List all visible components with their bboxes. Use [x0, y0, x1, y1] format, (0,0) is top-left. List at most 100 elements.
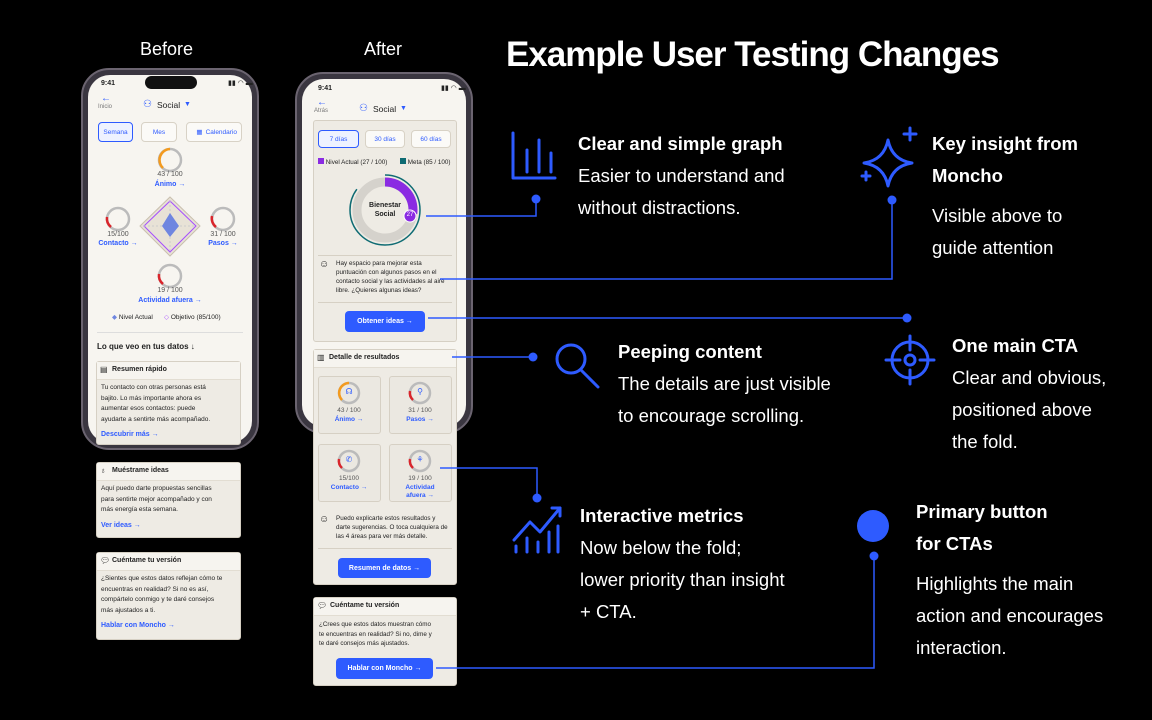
metric-icon: ✆ [345, 455, 353, 464]
before-card [96, 552, 241, 640]
metric-link-contacto[interactable]: Contacto → [98, 240, 138, 247]
chevron-down-icon[interactable]: ▼ [184, 101, 191, 108]
wellbeing-donut [349, 174, 421, 246]
metric-cell-animo[interactable] [318, 376, 381, 434]
details-title: Detalle de resultados [329, 354, 400, 361]
sparkle-icon [860, 126, 918, 188]
tab-semana[interactable]: Semana [98, 122, 133, 142]
diamond-icon: ◆ [112, 314, 117, 321]
metric-link-pasos[interactable]: Pasos → [406, 416, 434, 423]
talk-to-moncho-button[interactable]: Hablar con Moncho → [336, 658, 433, 679]
crosshair-icon [884, 334, 936, 386]
document-icon: ▤ [100, 365, 108, 374]
annotation-body: interaction. [916, 637, 1007, 658]
gauge-animo [157, 147, 183, 173]
tab-60-dias[interactable]: 60 días [411, 130, 451, 148]
back-link[interactable]: Atrás [314, 108, 329, 114]
back-arrow-icon[interactable]: ← [101, 93, 111, 104]
card-title: Resumen rápido [112, 366, 167, 373]
divider [97, 332, 243, 333]
version-title: Cuéntame tu versión [330, 602, 400, 609]
card-link[interactable]: Ver ideas → [101, 521, 141, 529]
tab-7-dias[interactable]: 7 días [318, 130, 359, 148]
category-selector[interactable]: Social [157, 100, 181, 110]
tab-30-dias[interactable]: 30 días [365, 130, 405, 148]
tab-calendario[interactable]: ▦Calendario [186, 122, 242, 142]
metric-cell-contacto[interactable] [318, 444, 381, 502]
status-icons: ▮▮ ◠ ▬ [228, 80, 253, 87]
divider [318, 302, 452, 303]
metric-link-animo[interactable]: Ánimo → [154, 181, 186, 188]
diamond-outline-icon: ◇ [164, 314, 169, 321]
connector-dot [869, 551, 879, 561]
status-time: 9:41 [318, 85, 333, 92]
metric-score: 43 / 100 [337, 407, 361, 414]
metric-score: 43 / 100 [157, 171, 183, 178]
data-summary-button[interactable]: Resumen de datos → [338, 558, 431, 578]
connector-primary [436, 556, 875, 669]
card-link[interactable]: Descubrir más → [101, 431, 159, 438]
tab-calendario-label: Calendario [205, 128, 237, 136]
chevron-down-icon[interactable]: ▼ [400, 105, 407, 112]
metric-score: 31 / 100 [210, 231, 236, 238]
connector-insight [440, 200, 893, 280]
annotation-body: lower priority than insight [580, 569, 785, 590]
metric-link-actividad[interactable]: Actividad afuera → [405, 484, 435, 499]
metric-link-actividad[interactable]: Actividad afuera → [138, 297, 202, 304]
radar-goal [143, 200, 197, 253]
donut-value-arc [352, 177, 418, 243]
annotation-body: + CTA. [580, 601, 637, 622]
card-link[interactable]: Hablar con Moncho → [101, 622, 175, 629]
legend-current-label: Nivel Actual [118, 314, 153, 321]
search-icon [555, 343, 600, 389]
tab-mes[interactable]: Mes [141, 122, 177, 142]
back-arrow-icon[interactable]: ← [317, 97, 327, 108]
donut-value: 27 [406, 212, 414, 218]
before-metrics-graphic [105, 147, 236, 289]
annotation-body: to encourage scrolling. [618, 405, 805, 426]
legend-goal-label: Meta (85 / 100) [407, 159, 451, 166]
filled-circle-icon [857, 510, 889, 542]
metric-cell-actividad[interactable] [389, 444, 452, 502]
annotation-body: Now below the fold; [580, 537, 742, 558]
gauge-actividad [408, 449, 432, 473]
connector-dot [528, 352, 538, 362]
metric-cell-pasos[interactable] [389, 376, 452, 434]
purple-swatch [318, 158, 324, 164]
people-icon: ⚇ [359, 103, 368, 114]
annotation-body: Visible above to [932, 205, 1063, 226]
divider [318, 548, 452, 549]
before-label: Before [140, 39, 194, 59]
connector-dot [532, 493, 542, 503]
back-link[interactable]: Inicio [98, 104, 113, 110]
card-text: ¿Sientes que estos datos reflejan cómo t… [101, 575, 223, 614]
gauge-actividad [157, 263, 183, 289]
annotation-body: positioned above [952, 399, 1092, 420]
dynamic-island [145, 76, 197, 89]
legend-current: Nivel Actual (27 / 100) [318, 158, 387, 166]
connector-dot [531, 194, 541, 204]
metric-link-animo[interactable]: Ánimo → [334, 416, 364, 423]
legend-current-label: Nivel Actual (27 / 100) [325, 159, 388, 166]
before-card [96, 361, 241, 445]
connector-metrics [440, 467, 538, 498]
lightbulb-icon: ♁ [100, 466, 106, 475]
get-ideas-button[interactable]: Obtener ideas → [345, 311, 425, 332]
bar-chart-icon [511, 131, 557, 180]
status-time: 9:41 [101, 80, 116, 87]
annotation-body: guide attention [932, 237, 1054, 258]
annotation-body: Clear and obvious, [952, 367, 1107, 388]
gauge-pasos [408, 381, 432, 405]
category-selector[interactable]: Social [373, 104, 397, 114]
metric-link-contacto[interactable]: Contacto → [330, 484, 368, 491]
chat-bubble-icon: 💬︎ [317, 601, 328, 610]
section-heading: Lo que veo en tus datos ↓ [97, 342, 195, 351]
annotation-body: Easier to understand and [578, 165, 785, 186]
metric-link-pasos[interactable]: Pasos → [208, 240, 238, 247]
connector-dot [887, 195, 897, 205]
annotation-title: for CTAs [916, 533, 993, 554]
annotation-body: The details are just visible [618, 373, 831, 394]
bar-chart-icon: ▥ [317, 353, 325, 362]
